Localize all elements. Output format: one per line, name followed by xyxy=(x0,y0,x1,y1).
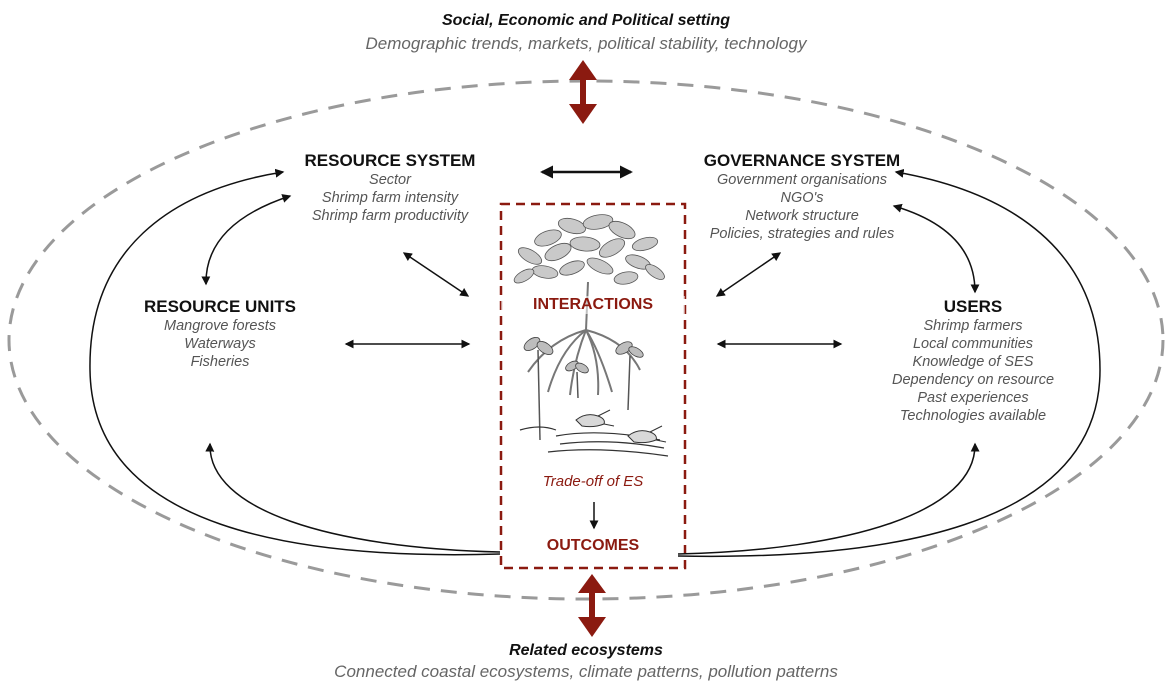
governance-interactions-arrow xyxy=(715,252,782,297)
governance-system-item: Policies, strategies and rules xyxy=(709,226,895,242)
governance-system-item: NGO's xyxy=(780,190,824,206)
resource-units-title: RESOURCE UNITS xyxy=(143,297,297,316)
resource-units-item: Fisheries xyxy=(190,354,250,370)
users-items: Shrimp farmers Local communities Knowled… xyxy=(853,317,1093,425)
outcomes-label: OUTCOMES xyxy=(546,537,640,554)
outcomes-to-users-loop xyxy=(677,442,980,555)
related-ecosystems-subtitle: Connected coastal ecosystems, climate pa… xyxy=(334,662,838,681)
users-node: USERS Shrimp farmers Local communities K… xyxy=(853,297,1093,425)
governance-users-arrow xyxy=(892,203,980,294)
mangrove-illustration-icon xyxy=(513,214,669,457)
resource-units-item: Waterways xyxy=(184,336,256,352)
tradeoff-label: Trade-off of ES xyxy=(542,473,644,490)
top-context-arrow xyxy=(569,60,597,124)
users-item: Technologies available xyxy=(899,408,1047,424)
context-title: Social, Economic and Political setting xyxy=(441,12,731,29)
bottom-related-arrow xyxy=(578,574,606,637)
context-boundary-ellipse xyxy=(7,79,1165,601)
outcomes-to-resource-system-loop xyxy=(89,168,501,556)
resource-system-title: RESOURCE SYSTEM xyxy=(304,151,476,170)
resource-system-interactions-arrow xyxy=(402,252,470,297)
context-subtitle: Demographic trends, markets, political s… xyxy=(365,34,807,53)
shrimp-icon xyxy=(575,409,667,444)
resource-units-items: Mangrove forests Waterways Fisheries xyxy=(100,317,340,371)
users-title: USERS xyxy=(943,297,1003,316)
governance-system-item: Network structure xyxy=(745,208,859,224)
governance-system-node: GOVERNANCE SYSTEM Government organisatio… xyxy=(672,151,932,243)
interactions-outcomes-box xyxy=(499,202,687,570)
resource-system-node: RESOURCE SYSTEM Sector Shrimp farm inten… xyxy=(270,151,510,225)
resource-system-items: Sector Shrimp farm intensity Shrimp farm… xyxy=(270,171,510,225)
resource-system-item: Sector xyxy=(369,172,411,188)
governance-system-item: Government organisations xyxy=(716,172,888,188)
resource-system-item: Shrimp farm productivity xyxy=(311,208,469,224)
interactions-label: INTERACTIONS xyxy=(501,296,685,314)
users-item: Local communities xyxy=(912,336,1034,352)
users-item: Dependency on resource xyxy=(891,372,1055,388)
users-item: Past experiences xyxy=(917,390,1029,406)
related-ecosystems-title: Related ecosystems xyxy=(509,642,663,659)
outcomes-to-governance-loop xyxy=(677,168,1101,558)
users-item: Knowledge of SES xyxy=(912,354,1034,370)
resource-units-node: RESOURCE UNITS Mangrove forests Waterway… xyxy=(100,297,340,371)
resource-system-units-arrow xyxy=(201,194,292,286)
resource-units-item: Mangrove forests xyxy=(163,318,277,334)
governance-system-items: Government organisations NGO's Network s… xyxy=(672,171,932,243)
resource-system-item: Shrimp farm intensity xyxy=(321,190,459,206)
governance-system-title: GOVERNANCE SYSTEM xyxy=(703,151,901,170)
users-item: Shrimp farmers xyxy=(923,318,1023,334)
outcomes-to-resource-units-loop xyxy=(205,442,501,553)
